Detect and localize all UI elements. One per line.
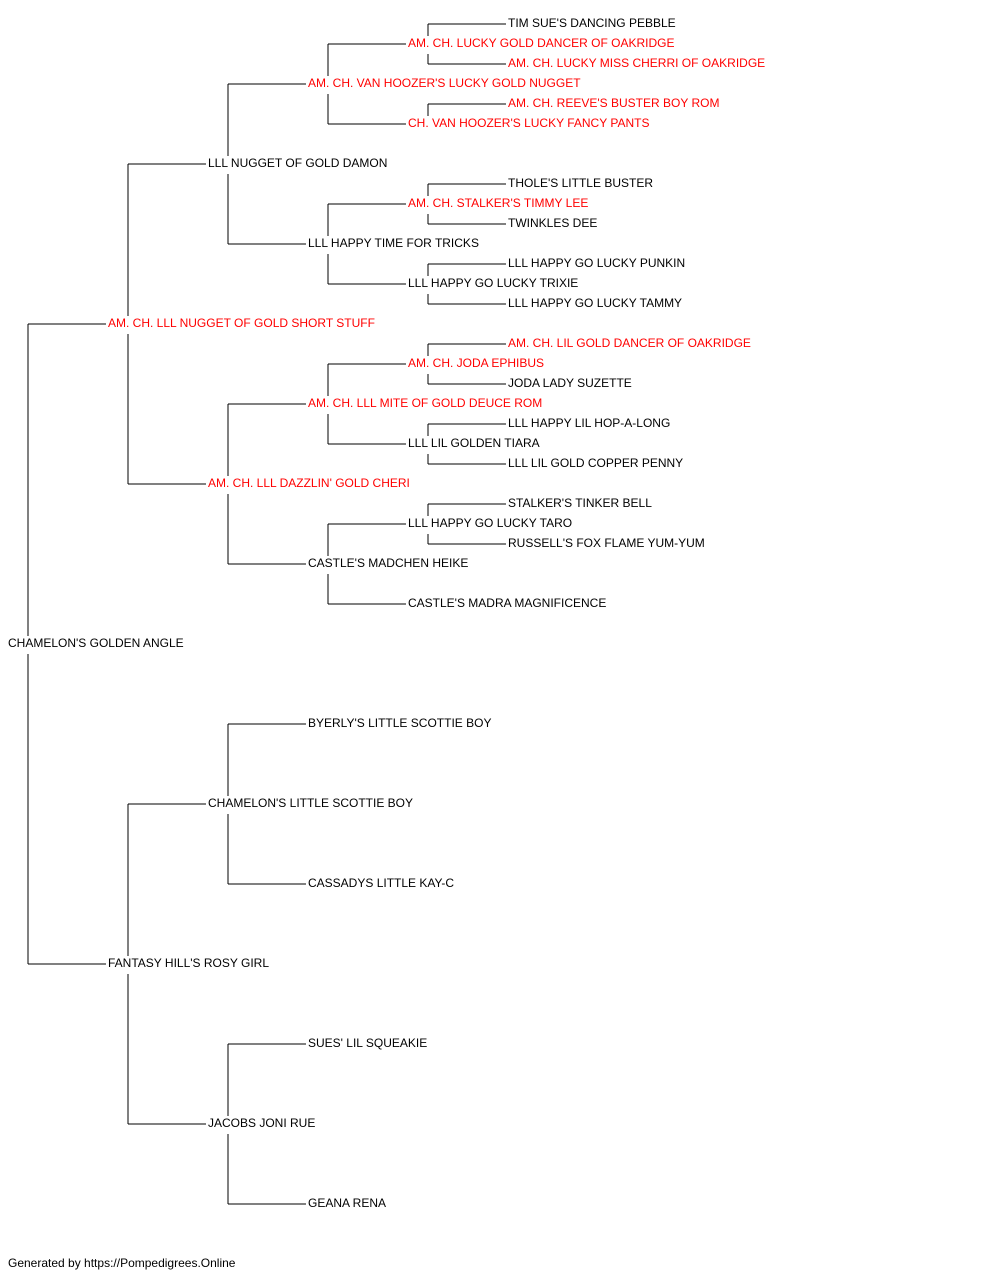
dog-name-subject-dam-sire-dam: CASSADYS LITTLE KAY-C: [308, 876, 454, 890]
dog-name-subject-sire-sire-sire-sire-dam: AM. CH. LUCKY MISS CHERRI OF OAKRIDGE: [508, 56, 765, 70]
dog-name-subject-sire-dam: AM. CH. LLL DAZZLIN' GOLD CHERI: [208, 476, 410, 490]
dog-name-subject-sire-sire-dam-dam-sire: LLL HAPPY GO LUCKY PUNKIN: [508, 256, 685, 270]
dog-name-subject-sire-sire-dam-sire: AM. CH. STALKER'S TIMMY LEE: [408, 196, 588, 210]
dog-name-subject-sire-sire-sire-dam-sire: AM. CH. REEVE'S BUSTER BOY ROM: [508, 96, 719, 110]
dog-name-subject-sire-sire-sire-dam: CH. VAN HOOZER'S LUCKY FANCY PANTS: [408, 116, 649, 130]
dog-name-subject-sire-dam-sire-dam: LLL LIL GOLDEN TIARA: [408, 436, 540, 450]
dog-name-subject-sire-dam-sire-sire: AM. CH. JODA EPHIBUS: [408, 356, 544, 370]
dog-name-subject-sire-dam-sire-dam-sire: LLL HAPPY LIL HOP-A-LONG: [508, 416, 670, 430]
dog-name-subject-sire: AM. CH. LLL NUGGET OF GOLD SHORT STUFF: [108, 316, 375, 330]
dog-name-subject-sire-dam-sire: AM. CH. LLL MITE OF GOLD DEUCE ROM: [308, 396, 542, 410]
dog-name-subject-sire-sire-dam-dam-dam: LLL HAPPY GO LUCKY TAMMY: [508, 296, 682, 310]
dog-name-subject-dam-sire-sire: BYERLY'S LITTLE SCOTTIE BOY: [308, 716, 491, 730]
dog-name-subject-sire-dam-dam: CASTLE'S MADCHEN HEIKE: [308, 556, 468, 570]
dog-name-subject-sire-sire-dam: LLL HAPPY TIME FOR TRICKS: [308, 236, 479, 250]
dog-name-subject-sire-dam-sire-sire-dam: JODA LADY SUZETTE: [508, 376, 632, 390]
dog-name-subject-sire-sire-dam-sire-dam: TWINKLES DEE: [508, 216, 597, 230]
dog-name-subject-sire-dam-dam-sire: LLL HAPPY GO LUCKY TARO: [408, 516, 572, 530]
dog-name-subject-sire-sire-dam-sire-sire: THOLE'S LITTLE BUSTER: [508, 176, 653, 190]
dog-name-subject-sire-sire-dam-dam: LLL HAPPY GO LUCKY TRIXIE: [408, 276, 578, 290]
dog-name-subject-dam-dam-dam: GEANA RENA: [308, 1196, 386, 1210]
dog-name-subject-sire-dam-sire-dam-dam: LLL LIL GOLD COPPER PENNY: [508, 456, 683, 470]
dog-name-subject-sire-sire-sire-sire: AM. CH. LUCKY GOLD DANCER OF OAKRIDGE: [408, 36, 675, 50]
dog-name-subject-sire-dam-dam-sire-sire: STALKER'S TINKER BELL: [508, 496, 652, 510]
dog-name-subject-dam-sire: CHAMELON'S LITTLE SCOTTIE BOY: [208, 796, 413, 810]
dog-name-subject-sire-sire: LLL NUGGET OF GOLD DAMON: [208, 156, 387, 170]
dog-name-subject-sire-sire-sire-sire-sire: TIM SUE'S DANCING PEBBLE: [508, 16, 676, 30]
dog-name-subject-dam-dam-sire: SUES' LIL SQUEAKIE: [308, 1036, 427, 1050]
dog-name-subject: CHAMELON'S GOLDEN ANGLE: [8, 636, 184, 650]
dog-name-subject-dam-dam: JACOBS JONI RUE: [208, 1116, 315, 1130]
dog-name-subject-sire-dam-dam-sire-dam: RUSSELL'S FOX FLAME YUM-YUM: [508, 536, 705, 550]
dog-name-subject-sire-dam-dam-dam: CASTLE'S MADRA MAGNIFICENCE: [408, 596, 606, 610]
dog-name-subject-dam: FANTASY HILL'S ROSY GIRL: [108, 956, 269, 970]
footer-credit: Generated by https://Pompedigrees.Online: [8, 1256, 236, 1270]
dog-name-subject-sire-sire-sire: AM. CH. VAN HOOZER'S LUCKY GOLD NUGGET: [308, 76, 581, 90]
dog-name-subject-sire-dam-sire-sire-sire: AM. CH. LIL GOLD DANCER OF OAKRIDGE: [508, 336, 751, 350]
